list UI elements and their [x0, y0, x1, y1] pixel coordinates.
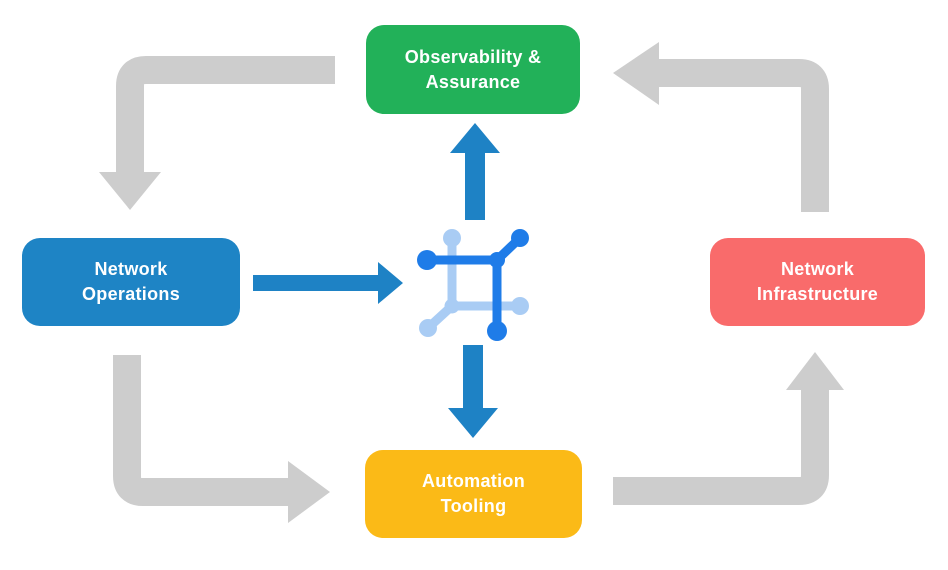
cycle-arrow-shaft	[116, 56, 335, 174]
cycle-arrow-shaft	[613, 390, 829, 505]
node-observability-assurance: Observability & Assurance	[366, 25, 580, 114]
cycle-arrowhead-right	[288, 461, 330, 523]
cycle-arrowhead-left	[613, 42, 659, 105]
cycle-arrow-infrastructure-to-observability	[613, 42, 829, 212]
node-label-line: Network	[780, 259, 855, 279]
flow-arrow-center-to-automation	[448, 345, 498, 438]
node-label-line: Tooling	[440, 496, 507, 516]
network-mesh-icon-light-part	[419, 229, 529, 337]
cycle-arrowhead-down	[99, 172, 161, 210]
node-automation-tooling: Automation Tooling	[365, 450, 582, 538]
node-label-line: Infrastructure	[756, 284, 879, 304]
node-label-line: Automation	[422, 471, 525, 491]
cycle-arrow-automation-to-infrastructure	[613, 352, 844, 505]
network-mesh-icon-dark-part	[417, 229, 529, 341]
node-label-line: Assurance	[425, 71, 521, 92]
cycle-arrowhead-up	[786, 352, 844, 390]
node-label-line: Observability &	[404, 46, 542, 67]
flow-arrow-center-to-observability	[450, 123, 500, 220]
flow-arrow-operations-to-center	[253, 262, 403, 304]
cycle-arrow-shaft	[659, 59, 829, 212]
cycle-arrow-shaft	[113, 355, 288, 506]
cycle-arrow-operations-to-automation	[113, 355, 330, 523]
cycle-arrow-observability-to-operations	[99, 56, 335, 210]
node-label-line: Operations	[81, 284, 181, 304]
network-mesh-icon	[417, 229, 529, 341]
node-network-infrastructure: Network Infrastructure	[710, 238, 925, 326]
node-network-operations: Network Operations	[22, 238, 240, 326]
node-label-line: Network	[94, 259, 168, 279]
